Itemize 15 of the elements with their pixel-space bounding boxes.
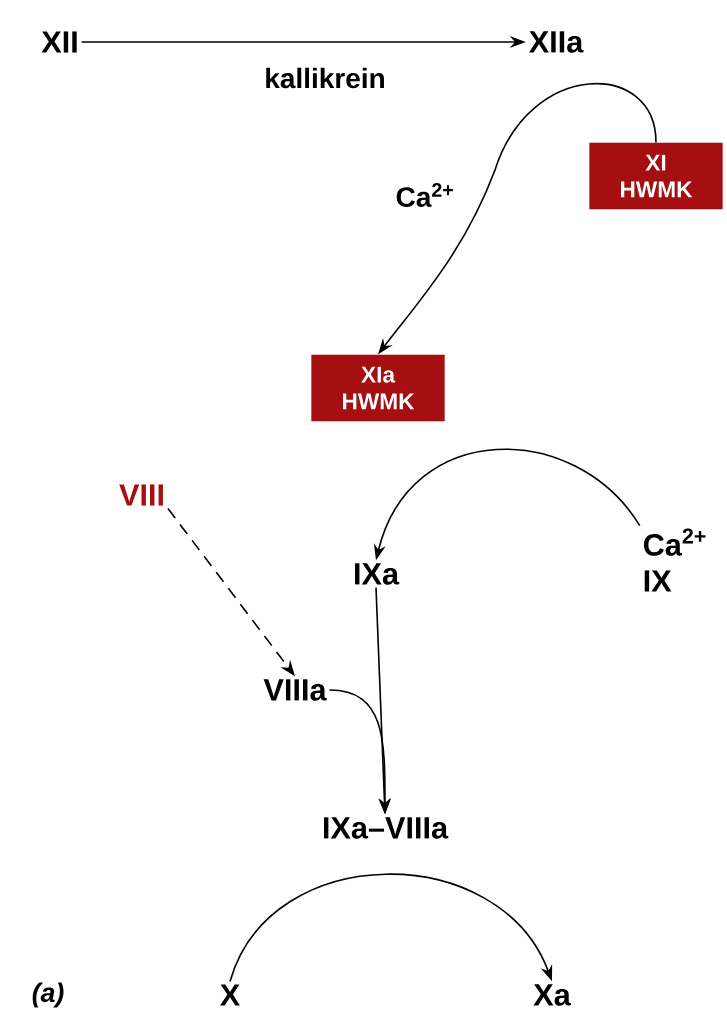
factor-label: XIIa (529, 31, 584, 53)
factor-box: XI HWMK (589, 142, 723, 210)
edge-label: Ca$^{2+}$ (392, 180, 458, 210)
panel-label: (a) (32, 982, 64, 1008)
factor-label: VIII (119, 484, 163, 506)
factor-label: VIIIa (263, 679, 327, 701)
factor-label: Xa (533, 984, 571, 1006)
factor-label: IXa–VIIIa (323, 817, 449, 839)
edge-label: kallikrein (261, 65, 389, 91)
factor-label: XII (41, 31, 77, 53)
factor-box: XIa HWMK (311, 354, 445, 422)
arrow (229, 873, 553, 983)
factor-label: X (220, 984, 240, 1006)
factor-label: Ca$^{2+}$ IX (643, 528, 706, 592)
factor-label: IXa (355, 563, 400, 585)
